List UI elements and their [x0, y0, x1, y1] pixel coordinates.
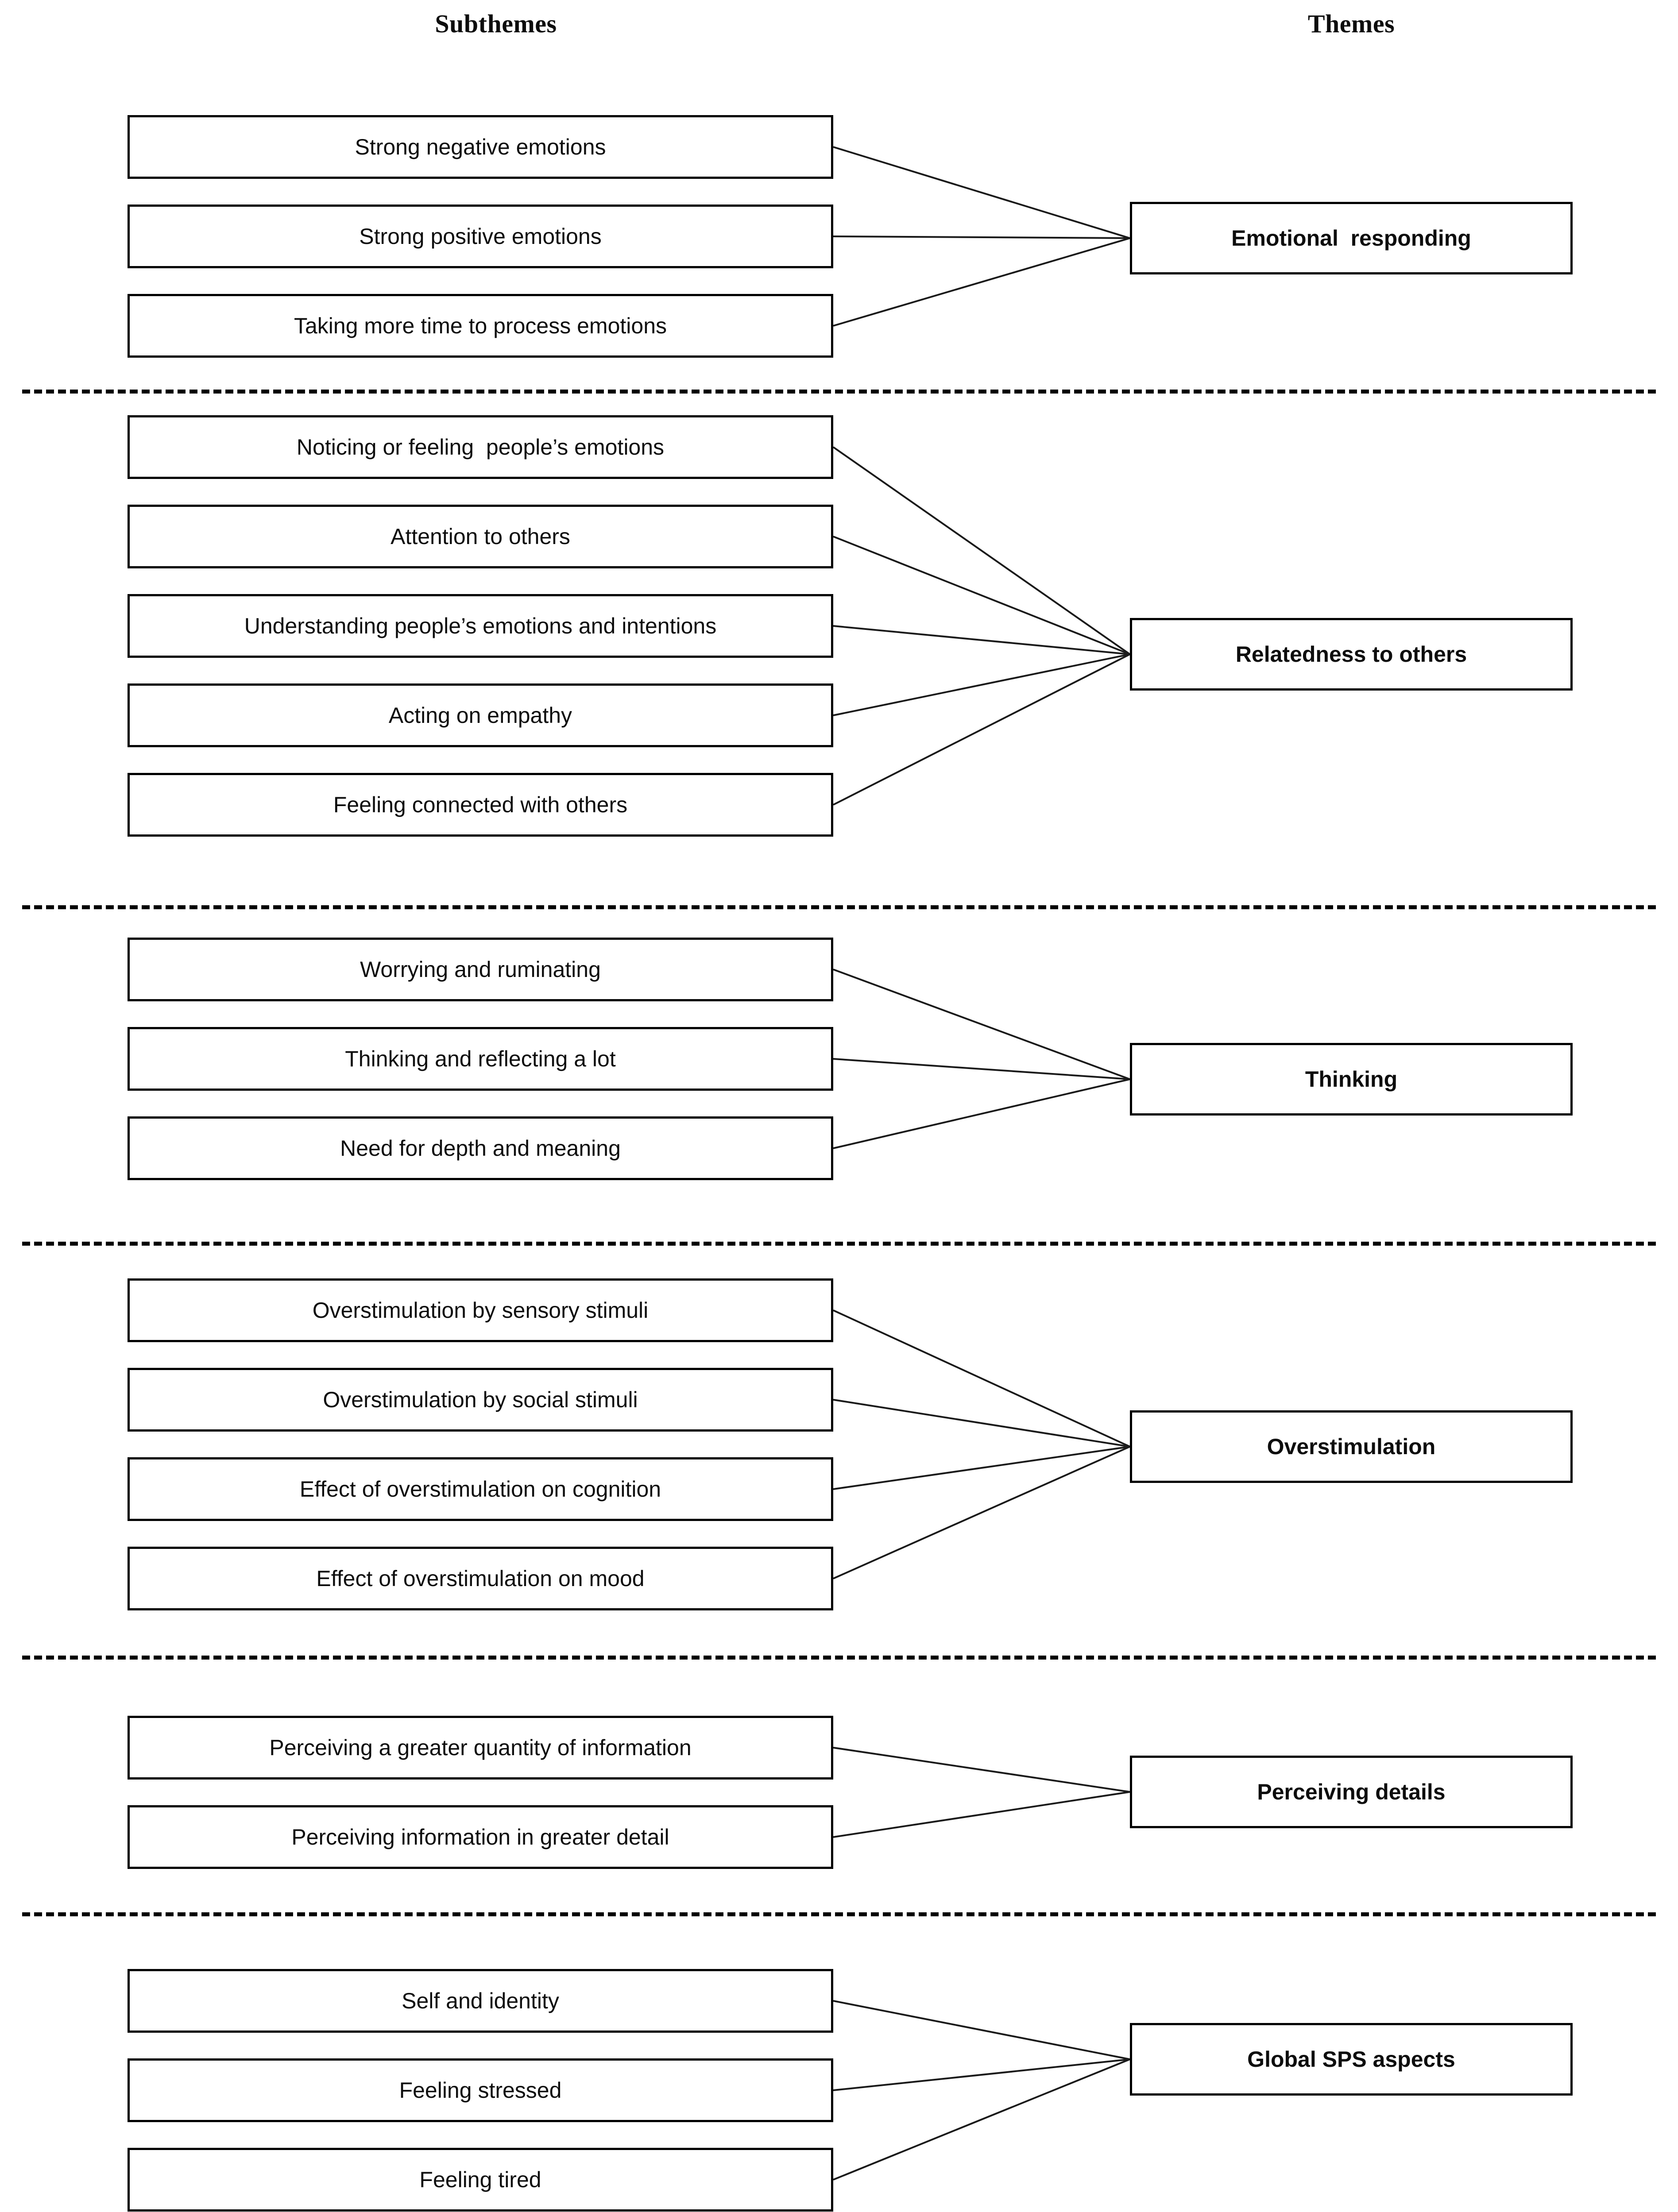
connector-effect-of-overstimulation-on-mood-to-overstimulation — [833, 1446, 1130, 1579]
subtheme-box-need-for-depth-and-meaning[interactable]: Need for depth and meaning — [128, 1116, 833, 1180]
group-divider-5 — [22, 1912, 1656, 1916]
subtheme-box-effect-of-overstimulation-on-mood[interactable]: Effect of overstimulation on mood — [128, 1547, 833, 1610]
subtheme-box-strong-negative-emotions[interactable]: Strong negative emotions — [128, 115, 833, 179]
theme-box-relatedness-to-others[interactable]: Relatedness to others — [1130, 618, 1573, 691]
subtheme-box-feeling-tired[interactable]: Feeling tired — [128, 2148, 833, 2212]
node-label: Feeling connected with others — [333, 792, 628, 817]
theme-box-emotional-responding[interactable]: Emotional responding — [1130, 202, 1573, 274]
theme-box-overstimulation[interactable]: Overstimulation — [1130, 1410, 1573, 1483]
node-label: Thinking — [1305, 1066, 1398, 1092]
connector-perceiving-information-in-greater-detail-to-perceiving-details — [833, 1791, 1130, 1838]
node-label: Need for depth and meaning — [340, 1135, 621, 1161]
node-label: Strong negative emotions — [355, 134, 606, 159]
subtheme-box-taking-more-time-to-process-emotions[interactable]: Taking more time to process emotions — [128, 294, 833, 358]
node-label: Perceiving a greater quantity of informa… — [269, 1735, 692, 1760]
node-label: Effect of overstimulation on cognition — [299, 1476, 661, 1502]
connector-effect-of-overstimulation-on-cognition-to-overstimulation — [833, 1446, 1130, 1490]
connector-strong-negative-emotions-to-emotional-responding — [833, 146, 1130, 239]
connector-thinking-and-reflecting-a-lot-to-thinking — [833, 1058, 1130, 1080]
group-divider-1 — [22, 390, 1656, 394]
connector-attention-to-others-to-relatedness-to-others — [833, 536, 1130, 655]
connector-feeling-stressed-to-global-sps-aspects — [833, 2058, 1130, 2091]
connector-strong-positive-emotions-to-emotional-responding — [833, 235, 1130, 239]
subtheme-box-overstimulation-by-social-stimuli[interactable]: Overstimulation by social stimuli — [128, 1368, 833, 1432]
connector-understanding-peoples-emotions-and-intentions-to-relatedness-to-others — [833, 625, 1130, 655]
node-label: Perceiving information in greater detail — [291, 1824, 669, 1849]
node-label: Acting on empathy — [388, 703, 572, 728]
group-divider-2 — [22, 905, 1656, 909]
node-label: Feeling tired — [419, 2167, 541, 2192]
connector-feeling-tired-to-global-sps-aspects — [833, 2058, 1130, 2181]
connector-overstimulation-by-sensory-stimuli-to-overstimulation — [833, 1309, 1130, 1448]
subtheme-box-strong-positive-emotions[interactable]: Strong positive emotions — [128, 205, 833, 268]
subtheme-box-attention-to-others[interactable]: Attention to others — [128, 505, 833, 568]
subtheme-box-effect-of-overstimulation-on-cognition[interactable]: Effect of overstimulation on cognition — [128, 1457, 833, 1521]
node-label: Strong positive emotions — [359, 224, 602, 249]
node-label: Noticing or feeling people’s emotions — [296, 434, 665, 459]
connector-worrying-and-ruminating-to-thinking — [833, 969, 1130, 1080]
connector-noticing-or-feeling-peoples-emotions-to-relatedness-to-others — [832, 446, 1131, 655]
connector-overstimulation-by-social-stimuli-to-overstimulation — [833, 1399, 1130, 1448]
node-label: Worrying and ruminating — [360, 957, 601, 982]
subtheme-box-understanding-peoples-emotions-and-intentions[interactable]: Understanding people’s emotions and inte… — [128, 594, 833, 658]
node-label: Overstimulation by social stimuli — [323, 1387, 638, 1412]
node-label: Relatedness to others — [1235, 641, 1467, 667]
subtheme-box-feeling-connected-with-others[interactable]: Feeling connected with others — [128, 773, 833, 837]
theme-box-thinking[interactable]: Thinking — [1130, 1043, 1573, 1116]
node-label: Thinking and reflecting a lot — [345, 1046, 616, 1071]
node-label: Overstimulation — [1267, 1434, 1436, 1459]
node-label: Feeling stressed — [399, 2077, 562, 2103]
connector-feeling-connected-with-others-to-relatedness-to-others — [833, 653, 1130, 806]
theme-box-global-sps-aspects[interactable]: Global SPS aspects — [1130, 2023, 1573, 2096]
column-header-themes: Themes — [1307, 9, 1395, 38]
node-label: Understanding people’s emotions and inte… — [244, 613, 717, 638]
node-label: Overstimulation by sensory stimuli — [312, 1297, 649, 1323]
subtheme-box-thinking-and-reflecting-a-lot[interactable]: Thinking and reflecting a lot — [128, 1027, 833, 1091]
node-label: Attention to others — [391, 524, 570, 549]
subtheme-box-self-and-identity[interactable]: Self and identity — [128, 1969, 833, 2033]
group-divider-3 — [22, 1242, 1656, 1246]
group-divider-4 — [22, 1656, 1656, 1660]
subtheme-box-perceiving-information-in-greater-detail[interactable]: Perceiving information in greater detail — [128, 1805, 833, 1869]
connector-taking-more-time-to-process-emotions-to-emotional-responding — [833, 237, 1130, 327]
node-label: Global SPS aspects — [1247, 2046, 1455, 2072]
subtheme-box-worrying-and-ruminating[interactable]: Worrying and ruminating — [128, 938, 833, 1001]
subtheme-box-noticing-or-feeling-peoples-emotions[interactable]: Noticing or feeling people’s emotions — [128, 415, 833, 479]
subtheme-box-perceiving-a-greater-quantity-of-information[interactable]: Perceiving a greater quantity of informa… — [128, 1716, 833, 1780]
theme-box-perceiving-details[interactable]: Perceiving details — [1130, 1756, 1573, 1828]
connector-need-for-depth-and-meaning-to-thinking — [833, 1078, 1130, 1149]
column-header-subthemes: Subthemes — [435, 9, 557, 38]
subtheme-box-acting-on-empathy[interactable]: Acting on empathy — [128, 683, 833, 747]
node-label: Effect of overstimulation on mood — [316, 1566, 645, 1591]
connector-acting-on-empathy-to-relatedness-to-others — [833, 653, 1130, 716]
node-label: Self and identity — [402, 1988, 559, 2013]
connector-perceiving-a-greater-quantity-of-information-to-perceiving-details — [833, 1747, 1130, 1793]
node-label: Perceiving details — [1257, 1779, 1446, 1804]
node-label: Emotional responding — [1231, 225, 1471, 251]
connector-self-and-identity-to-global-sps-aspects — [833, 2000, 1130, 2060]
subtheme-box-feeling-stressed[interactable]: Feeling stressed — [128, 2058, 833, 2122]
subtheme-box-overstimulation-by-sensory-stimuli[interactable]: Overstimulation by sensory stimuli — [128, 1278, 833, 1342]
node-label: Taking more time to process emotions — [294, 313, 667, 338]
